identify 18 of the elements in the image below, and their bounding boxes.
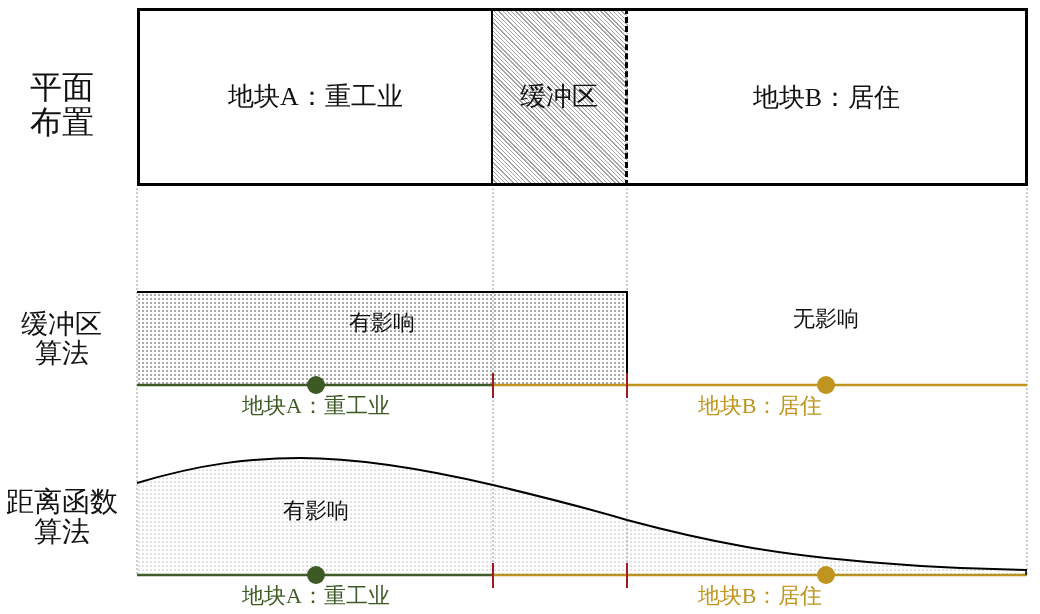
row-heading: 缓冲区算法 [20,310,104,369]
buffer-zone-box [493,8,628,186]
parcel-name: 地块A：重工业 [228,82,403,112]
region-label: 无影响 [793,306,859,332]
parcel-label: 地块B：居住 [697,393,823,419]
parcel-name: 地块B：居住 [752,83,901,113]
zone-name: 缓冲区 [520,82,598,112]
land-parcel-box [628,8,1028,186]
influence-label: 有影响 [349,310,415,336]
influence-label: 有影响 [283,498,349,524]
row-heading: 距离函数算法 [5,487,119,548]
influence-area [137,291,628,385]
influence-curve-area [137,456,1027,575]
land-parcel-box [137,8,493,186]
row-heading: 平面布置 [29,70,95,140]
parcel-label: 地块A：重工业 [242,393,390,419]
parcel-label: 地块B：居住 [697,583,823,609]
parcel-label: 地块A：重工业 [242,583,390,609]
